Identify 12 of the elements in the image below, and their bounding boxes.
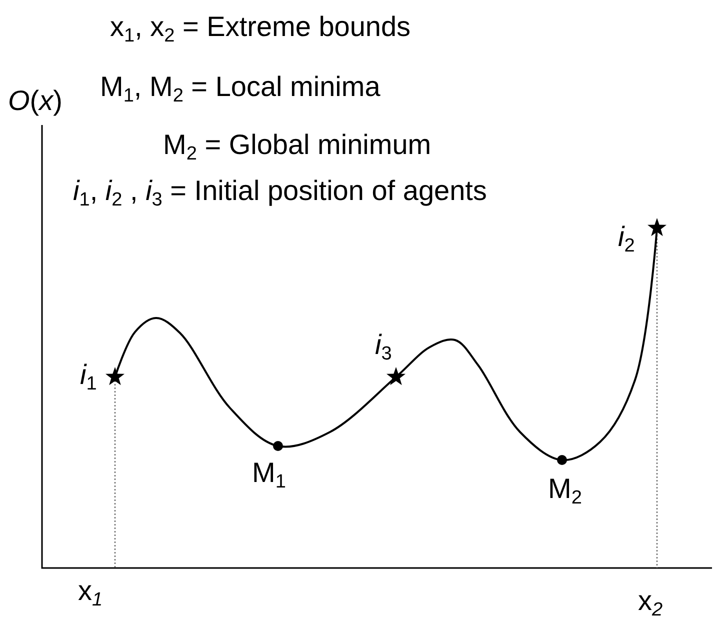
axis-label: O(x) <box>8 84 62 118</box>
point-label: M$_{2}$ <box>548 472 582 511</box>
point-label: M$_{1}$ <box>252 456 286 495</box>
point-label: i$_{3}$ <box>375 328 392 367</box>
legend-note: M$_{2}$ = Global minimum <box>163 128 432 167</box>
axis-tick-label: x$_{2}$ <box>638 584 663 622</box>
legend-note: x$_{1}$, x$_{2}$ = Extreme bounds <box>110 10 411 49</box>
point-label: i$_{1}$ <box>80 358 97 397</box>
point-label: i$_{2}$ <box>618 220 635 259</box>
legend-note: M$_{1}$, M$_{2}$ = Local minima <box>100 70 380 109</box>
axis-tick-label: x$_{1}$ <box>78 574 103 613</box>
legend-note: i$_{1}$, i$_{2}$ , i$_{3}$ = Initial position of agents <box>73 174 487 213</box>
